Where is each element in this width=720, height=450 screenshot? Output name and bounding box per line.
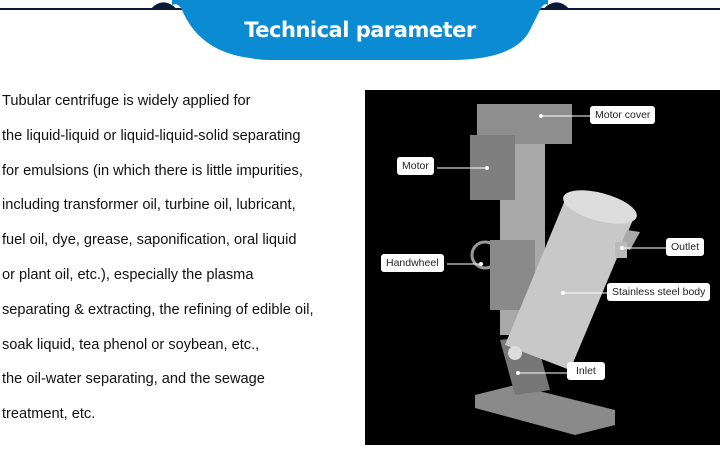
description-line: including transformer oil, turbine oil, … — [2, 197, 296, 214]
description-text: Tubular centrifuge is widely applied for… — [2, 86, 352, 434]
label-motor: Motor — [397, 157, 434, 175]
header-banner — [0, 0, 720, 60]
label-stainless-steel-body: Stainless steel body — [607, 283, 711, 301]
page-title: Technical parameter — [244, 18, 476, 42]
label-motor-cover: Motor cover — [590, 106, 656, 124]
description-line: soak liquid, tea phenol or soybean, etc.… — [2, 336, 260, 353]
label-inlet: Inlet — [567, 362, 605, 380]
description-line: the oil-water separating, and the sewage — [2, 371, 265, 388]
description-line: the liquid-liquid or liquid-liquid-solid… — [2, 127, 301, 144]
description-line: Tubular centrifuge is widely applied for — [2, 93, 251, 109]
description-line: for emulsions (in which there is little … — [2, 162, 303, 179]
description-line: or plant oil, etc.), especially the plas… — [2, 266, 254, 283]
label-handwheel: Handwheel — [381, 254, 444, 272]
label-outlet: Outlet — [666, 238, 705, 256]
description-line: separating & extracting, the refining of… — [2, 301, 314, 318]
centrifuge-illustration — [437, 104, 666, 435]
centrifuge-diagram: Motor cover Motor Outlet Handwheel Stain… — [365, 90, 720, 445]
description-line: treatment, etc. — [2, 406, 96, 423]
description-line: fuel oil, dye, grease, saponification, o… — [2, 232, 297, 249]
